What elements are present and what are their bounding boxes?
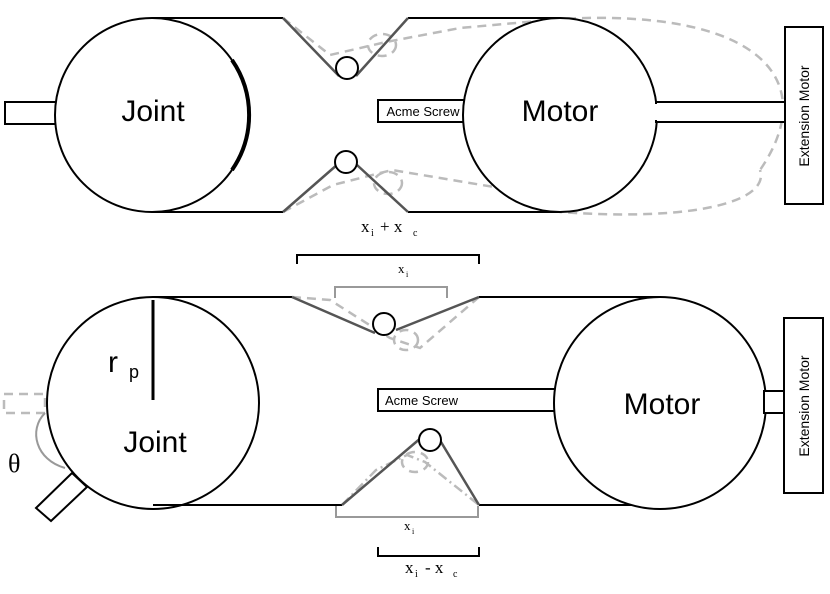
svg-text:x: x xyxy=(398,261,405,276)
top-joint-label: Joint xyxy=(121,95,185,128)
bottom-dim-bracket-bottom xyxy=(377,547,480,557)
bottom-tensioner-upper xyxy=(291,295,480,335)
bottom-extension-label: Extension Motor xyxy=(796,355,812,456)
svg-text:+ x: + x xyxy=(380,217,403,236)
radius-label: r p xyxy=(108,346,139,382)
theta-arc xyxy=(35,412,66,469)
top-motor-label: Motor xyxy=(522,95,599,128)
svg-text:p: p xyxy=(129,362,139,382)
svg-text:x: x xyxy=(405,558,414,577)
top-extension-motor xyxy=(784,26,824,205)
bottom-screw-label: Acme Screw xyxy=(385,393,459,408)
svg-text:c: c xyxy=(413,228,418,239)
bottom-dim-bracket-gray-bottom xyxy=(335,506,479,518)
svg-text:c: c xyxy=(453,569,458,580)
svg-text:i: i xyxy=(412,527,415,536)
bottom-dim-bracket-top xyxy=(296,254,480,264)
svg-text:i: i xyxy=(371,228,374,239)
bottom-panel: x i θ r p Joint Acm xyxy=(2,254,824,580)
top-tensioner-upper xyxy=(282,17,409,77)
top-joint-shaft xyxy=(4,101,60,125)
svg-text:x: x xyxy=(361,217,370,236)
svg-text:r: r xyxy=(108,346,118,379)
top-tensioner-lower xyxy=(282,163,409,213)
bottom-dim-bracket-gray-top xyxy=(334,286,448,298)
bottom-idler-pulley-upper xyxy=(372,312,396,336)
svg-text:- x: - x xyxy=(425,558,444,577)
svg-text:i: i xyxy=(406,270,409,279)
bottom-idler-pulley-lower xyxy=(418,428,442,452)
bottom-motor-label: Motor xyxy=(624,388,701,421)
theta-label: θ xyxy=(8,449,20,478)
top-screw-label: Acme Screw xyxy=(387,104,461,119)
top-panel: Joint Acme Screw Motor Extension Motor x… xyxy=(4,16,824,239)
top-dimension-label: x i + x c xyxy=(361,217,418,239)
bottom-ghost-joint-shaft xyxy=(2,392,47,415)
top-idler-pulley-lower xyxy=(334,150,358,174)
top-ghost-pulley-upper xyxy=(366,32,398,58)
bottom-extension-motor xyxy=(783,317,824,494)
svg-text:x: x xyxy=(404,518,411,533)
bottom-joint-label: Joint xyxy=(123,426,187,459)
bottom-dimension-label: x i - x c xyxy=(405,558,458,580)
top-idler-pulley-upper xyxy=(335,56,359,80)
top-extension-label: Extension Motor xyxy=(796,65,812,166)
svg-text:i: i xyxy=(415,569,418,580)
bottom-tensioner-lower xyxy=(341,436,481,506)
